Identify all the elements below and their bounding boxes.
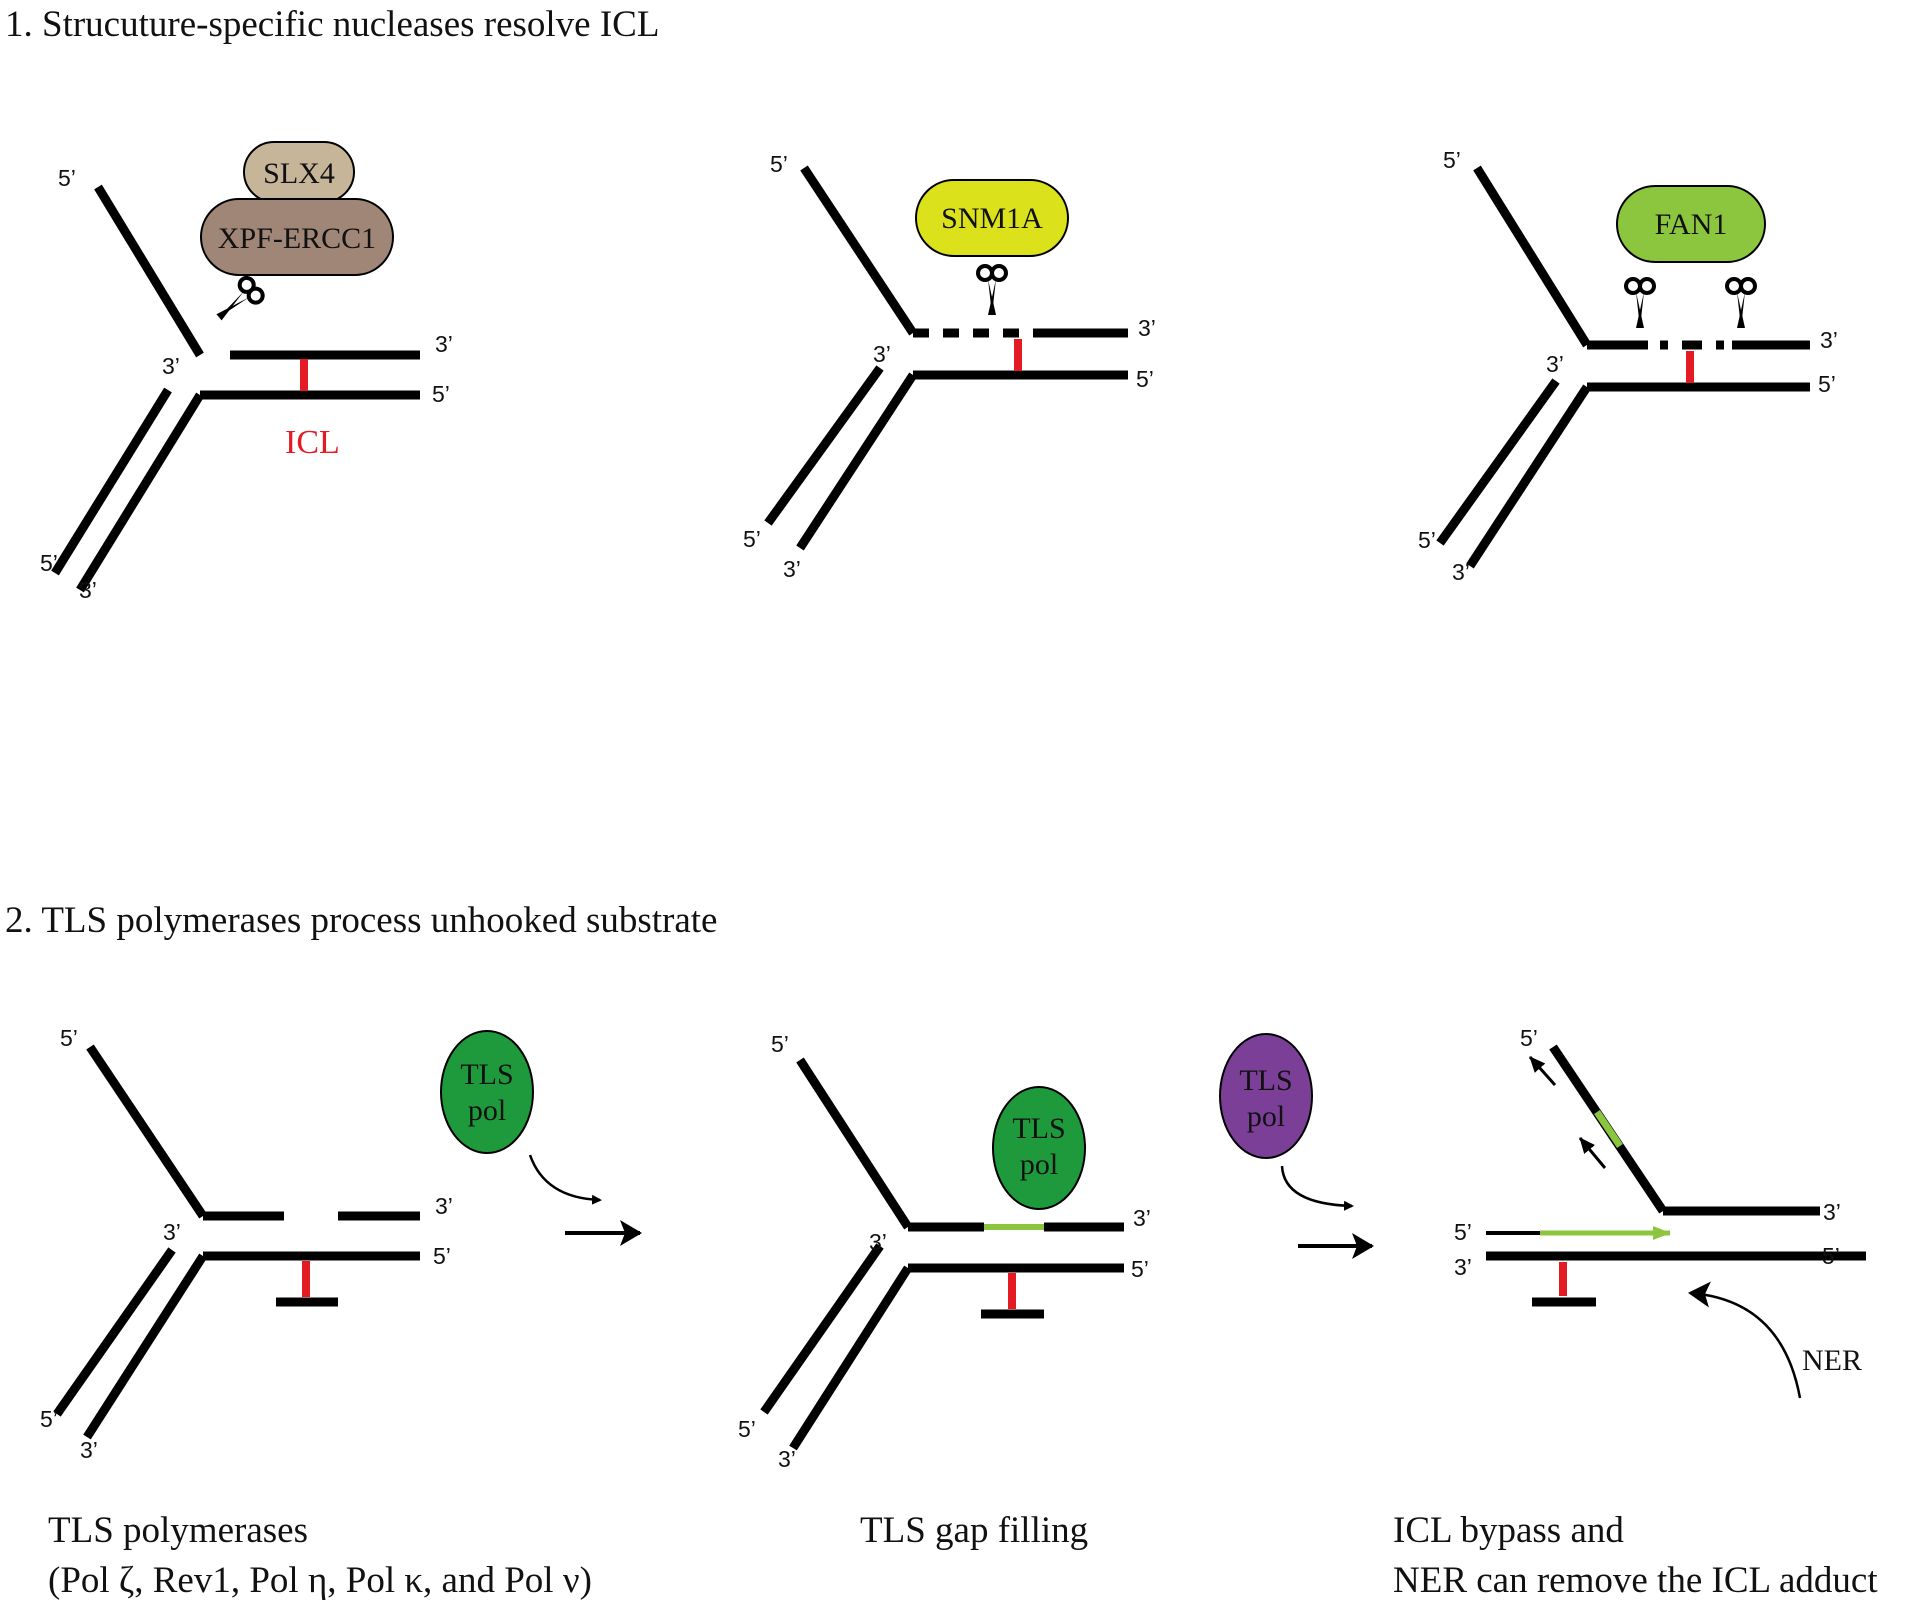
end-label: 5’ bbox=[433, 1243, 451, 1269]
section2-heading: 2. TLS polymerases process unhooked subs… bbox=[5, 900, 717, 941]
scissors-icon bbox=[1725, 277, 1757, 330]
scissors-icon bbox=[208, 273, 268, 331]
end-label: 5’ bbox=[770, 151, 788, 177]
snm1a-protein bbox=[915, 179, 1069, 257]
ner-label: NER bbox=[1802, 1344, 1862, 1377]
fork-upper-arm bbox=[86, 1044, 207, 1219]
caption-ner: NER can remove the ICL adduct bbox=[1393, 1560, 1878, 1601]
displacement-arrow bbox=[1528, 1056, 1557, 1086]
tls-pol-label: pol bbox=[1247, 1100, 1285, 1133]
scissors-icon bbox=[1624, 277, 1656, 330]
end-label: 5’ bbox=[1131, 1256, 1149, 1282]
icl-label: ICL bbox=[285, 424, 340, 461]
scissors-icon bbox=[976, 264, 1008, 317]
xpf-ercc1-label: XPF-ERCC1 bbox=[218, 222, 376, 255]
fan1-label: FAN1 bbox=[1655, 208, 1728, 241]
lower-arm-inner bbox=[796, 372, 917, 551]
end-label: 3’ bbox=[1133, 1205, 1151, 1231]
end-label: 5’ bbox=[1818, 371, 1836, 397]
end-label: 5’ bbox=[1454, 1219, 1472, 1245]
end-label: 5’ bbox=[743, 526, 761, 552]
tls-pol-label: TLS bbox=[1239, 1064, 1292, 1097]
section1-heading: 1. Strucuture-specific nucleases resolve… bbox=[5, 4, 659, 45]
end-label: 3’ bbox=[783, 556, 801, 582]
caption-tls-polymerases-list: (Pol ζ, Rev1, Pol η, Pol κ, and Pol ν) bbox=[48, 1560, 592, 1601]
panel4-unhooked: TLS pol 5’ 3’ 5’ 3’ 5’ 3’ bbox=[40, 1025, 642, 1463]
tls-pol-label: TLS bbox=[460, 1058, 513, 1091]
fork-upper-arm bbox=[94, 184, 204, 358]
tls-pol-label: pol bbox=[1020, 1148, 1058, 1181]
lower-arm-outer bbox=[51, 387, 172, 576]
ner-arrow bbox=[1688, 1281, 1802, 1399]
end-label: 5’ bbox=[738, 1416, 756, 1442]
end-label: 3’ bbox=[778, 1446, 796, 1472]
end-label: 3’ bbox=[869, 1229, 887, 1255]
end-label: 5’ bbox=[1822, 1243, 1840, 1269]
new-dna-segment bbox=[1594, 1110, 1623, 1148]
end-label: 5’ bbox=[58, 165, 76, 191]
end-label: 5’ bbox=[1136, 366, 1154, 392]
end-label: 5’ bbox=[771, 1031, 789, 1057]
tls-pol-green-bound bbox=[992, 1086, 1086, 1210]
end-label: 5’ bbox=[432, 381, 450, 407]
end-label: 3’ bbox=[1138, 315, 1156, 341]
end-label: 3’ bbox=[162, 353, 180, 379]
end-label: 3’ bbox=[435, 331, 453, 357]
lower-arm-outer bbox=[53, 1247, 176, 1417]
end-label: 5’ bbox=[1443, 147, 1461, 173]
recruit-arrow bbox=[528, 1154, 602, 1205]
caption-gap-filling: TLS gap filling bbox=[860, 1510, 1088, 1551]
lower-arm-inner bbox=[83, 1253, 207, 1440]
tls-pol-green bbox=[440, 1030, 534, 1154]
end-label: 3’ bbox=[1823, 1199, 1841, 1225]
recruit-arrow bbox=[1280, 1165, 1354, 1211]
end-label: 5’ bbox=[60, 1025, 78, 1051]
fork-upper-arm bbox=[1473, 165, 1591, 348]
end-label: 3’ bbox=[1820, 327, 1838, 353]
end-label: 3’ bbox=[163, 1219, 181, 1245]
end-label: 5’ bbox=[40, 1406, 58, 1432]
lower-arm-outer bbox=[760, 1243, 884, 1415]
end-label: 5’ bbox=[1418, 527, 1436, 553]
panel1-slx4-xpf: ICL SLX4 XPF-ERCC1 5’ 3’ 5’ 3’ 5’ 3’ bbox=[40, 141, 453, 603]
panel6-bypass-ner: NER 5’ 3’ 5’ 3’ 5’ bbox=[1454, 1025, 1866, 1399]
end-label: 3’ bbox=[435, 1193, 453, 1219]
fork-upper-arm bbox=[796, 1057, 912, 1230]
end-label: 3’ bbox=[1452, 559, 1470, 585]
tls-pol-label: TLS bbox=[1012, 1112, 1065, 1145]
end-label: 5’ bbox=[1520, 1025, 1538, 1051]
end-label: 3’ bbox=[873, 341, 891, 367]
lower-arm-inner bbox=[1466, 384, 1591, 569]
end-label: 3’ bbox=[80, 1437, 98, 1463]
lower-arm-outer bbox=[1436, 378, 1560, 546]
displacement-arrow bbox=[1578, 1137, 1607, 1169]
tls-pol-purple bbox=[1219, 1033, 1313, 1159]
fork-upper-arm bbox=[800, 165, 917, 336]
lower-arm-outer bbox=[764, 365, 884, 526]
panel5-gap-filling: TLS pol TLS pol 5’ 3’ 5’ 3’ 5’ 3’ bbox=[738, 1031, 1374, 1472]
tls-pol-label: pol bbox=[468, 1094, 506, 1127]
end-label: 3’ bbox=[79, 577, 97, 603]
slx4-label: SLX4 bbox=[263, 157, 335, 190]
caption-bypass: ICL bypass and bbox=[1393, 1510, 1624, 1551]
xpf-ercc1-protein bbox=[200, 198, 394, 276]
lower-arm-inner bbox=[789, 1265, 912, 1451]
panel2-snm1a: SNM1A 5’ 3’ 5’ 3’ 5’ 3’ bbox=[743, 151, 1156, 582]
end-label: 3’ bbox=[1454, 1254, 1472, 1280]
fan1-protein bbox=[1616, 185, 1766, 263]
lower-arm-inner bbox=[76, 392, 204, 593]
caption-tls-polymerases: TLS polymerases bbox=[48, 1510, 308, 1551]
end-label: 5’ bbox=[40, 550, 58, 576]
snm1a-label: SNM1A bbox=[941, 202, 1043, 235]
end-label: 3’ bbox=[1546, 351, 1564, 377]
panel3-fan1: FAN1 5’ 3’ 5’ 3’ 5’ 3’ bbox=[1418, 147, 1838, 585]
